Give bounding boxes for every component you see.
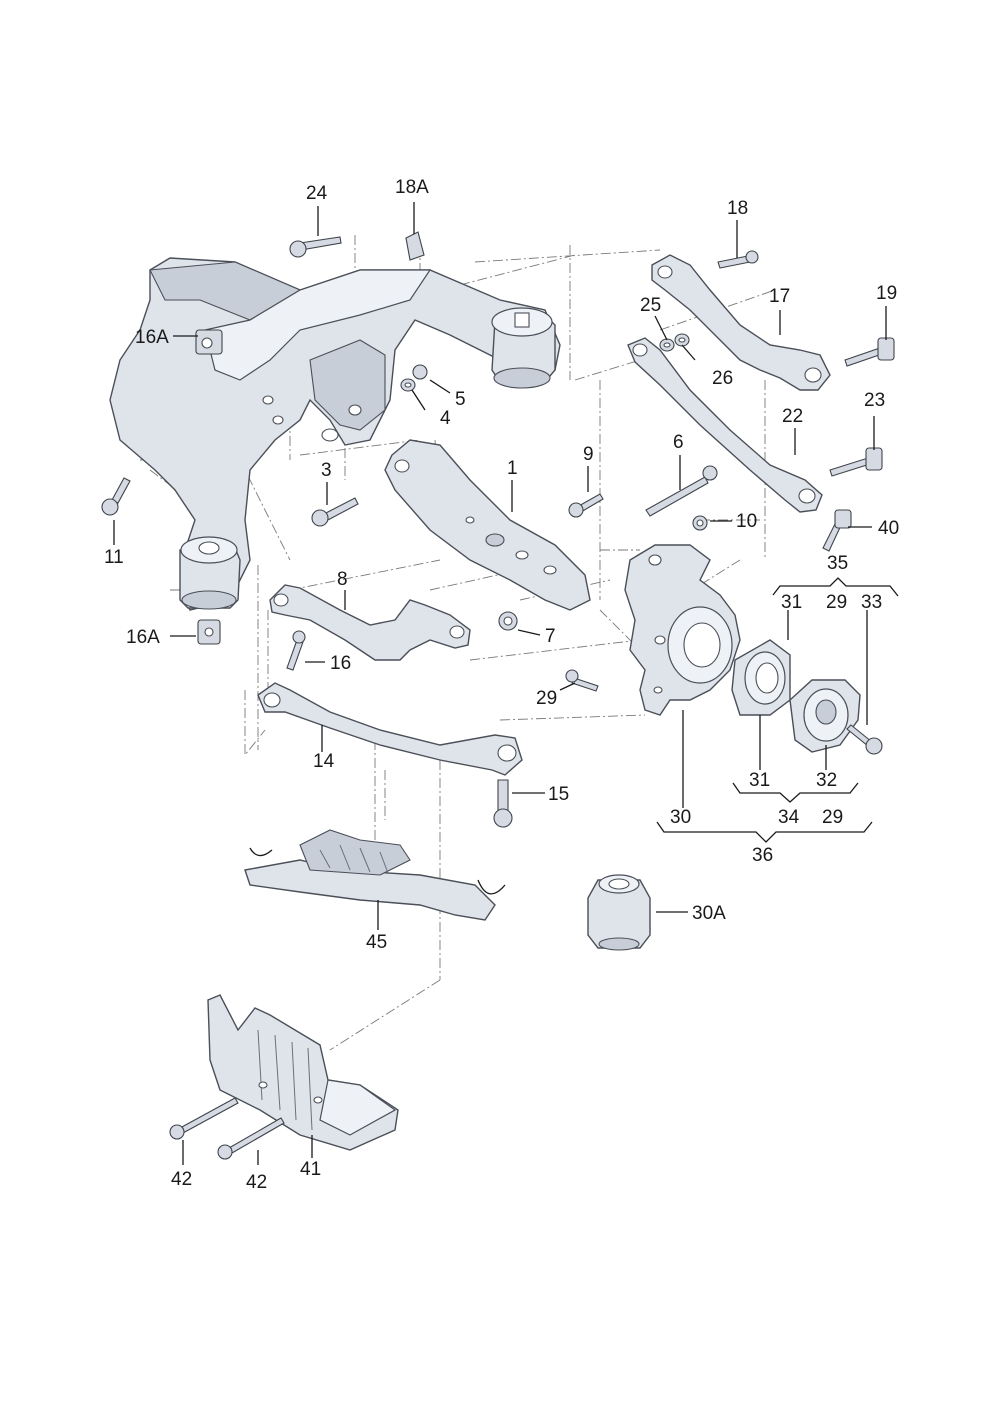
callout-14: 14 bbox=[313, 751, 335, 772]
callout-9: 9 bbox=[583, 444, 594, 465]
callout-24: 24 bbox=[306, 183, 328, 204]
callout-15: 15 bbox=[548, 784, 569, 805]
callout-31-top: 31 bbox=[781, 592, 802, 613]
cover-45 bbox=[244, 829, 506, 921]
callout-17: 17 bbox=[769, 286, 790, 307]
callout-18: 18 bbox=[727, 198, 748, 219]
callout-19: 19 bbox=[876, 283, 897, 304]
callout-18a: 18A bbox=[395, 177, 429, 198]
callout-29-nut: 29 bbox=[536, 688, 557, 709]
callout-42-left: 42 bbox=[171, 1169, 192, 1190]
callout-32: 32 bbox=[816, 770, 837, 791]
callout-22: 22 bbox=[782, 406, 803, 427]
callout-29-group-34: 29 bbox=[822, 807, 843, 828]
callout-3: 3 bbox=[321, 460, 332, 481]
callout-42-right: 42 bbox=[246, 1172, 267, 1193]
shield-41 bbox=[207, 994, 399, 1151]
callout-1: 1 bbox=[507, 458, 518, 479]
callout-31-bottom: 31 bbox=[749, 770, 770, 791]
callout-7: 7 bbox=[545, 626, 556, 647]
callout-30a: 30A bbox=[692, 903, 726, 924]
callout-25: 25 bbox=[640, 295, 661, 316]
callout-36: 36 bbox=[752, 845, 773, 866]
callout-35: 35 bbox=[827, 553, 848, 574]
callout-16: 16 bbox=[330, 653, 351, 674]
control-arm-1 bbox=[384, 439, 591, 611]
control-arm-8 bbox=[269, 584, 471, 661]
wheel-bearing bbox=[731, 639, 791, 716]
callout-8: 8 bbox=[337, 569, 348, 590]
control-arm-14 bbox=[257, 682, 523, 776]
callout-labels: 24 18A 18 17 19 25 26 16A 5 4 22 23 6 9 … bbox=[104, 177, 899, 1193]
leader-lines bbox=[113, 202, 899, 1165]
callout-34: 34 bbox=[778, 807, 800, 828]
callout-16a-top: 16A bbox=[135, 327, 169, 348]
callout-16a-bottom: 16A bbox=[126, 627, 160, 648]
control-arm-22 bbox=[627, 337, 823, 513]
callout-5: 5 bbox=[455, 389, 466, 410]
callout-29-group-35: 29 bbox=[826, 592, 847, 613]
callout-6: 6 bbox=[673, 432, 684, 453]
callout-23: 23 bbox=[864, 390, 885, 411]
callout-40: 40 bbox=[878, 518, 899, 539]
callout-41: 41 bbox=[300, 1159, 321, 1180]
wheel-hub bbox=[789, 679, 861, 753]
callout-26: 26 bbox=[712, 368, 733, 389]
callout-4: 4 bbox=[440, 408, 451, 429]
bushing-30a bbox=[587, 874, 651, 951]
control-arm-17 bbox=[651, 254, 831, 391]
callout-33: 33 bbox=[861, 592, 882, 613]
callout-10: 10 bbox=[736, 511, 757, 532]
callout-45: 45 bbox=[366, 932, 387, 953]
callout-30: 30 bbox=[670, 807, 691, 828]
wheel-bearing-housing bbox=[624, 544, 741, 716]
fasteners bbox=[101, 231, 895, 1160]
callout-11: 11 bbox=[104, 547, 124, 568]
